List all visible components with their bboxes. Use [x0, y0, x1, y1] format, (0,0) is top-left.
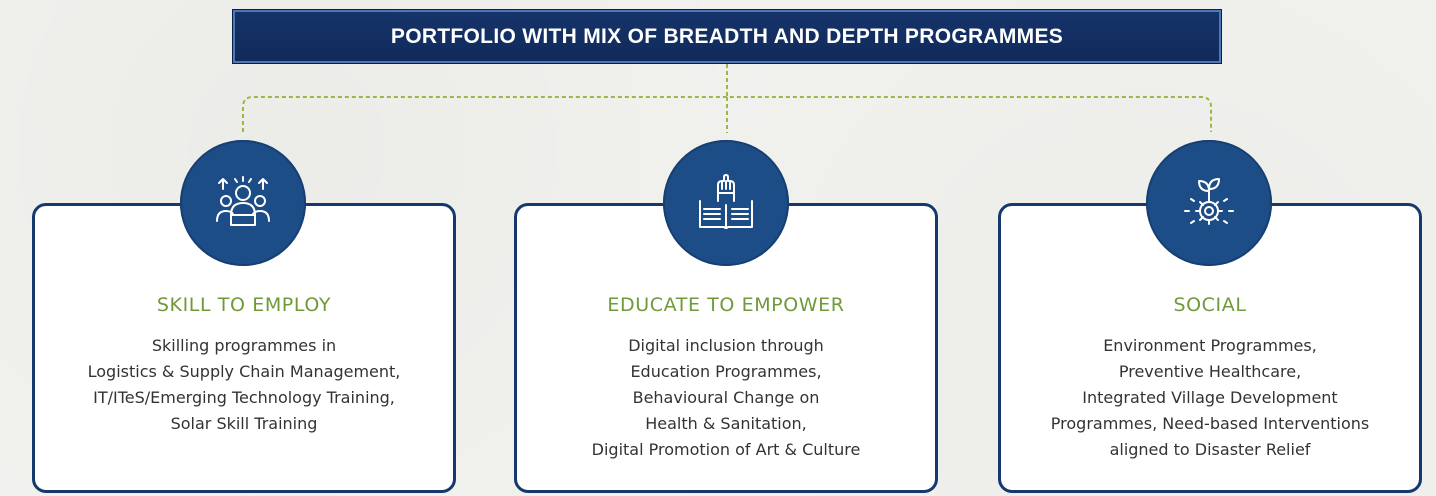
card-line: IT/ITeS/Emerging Technology Training, — [93, 388, 395, 407]
card-title: SKILL TO EMPLOY — [156, 294, 332, 316]
card-description: Skilling programmes in Logistics & Suppl… — [35, 333, 453, 437]
card-line: Integrated Village Development — [1082, 388, 1338, 407]
card-title: SOCIAL — [1173, 294, 1247, 316]
card-line: Skilling programmes in — [151, 336, 337, 355]
card-social: SOCIAL Environment Programmes, Preventiv… — [998, 203, 1422, 493]
card-line: Logistics & Supply Chain Management, — [87, 362, 401, 381]
education-empower-icon — [663, 140, 789, 266]
card-line: Digital inclusion through — [628, 336, 824, 355]
card-line: Digital Promotion of Art & Culture — [591, 440, 861, 459]
card-description: Digital inclusion through Education Prog… — [517, 333, 935, 463]
card-description: Environment Programmes, Preventive Healt… — [1001, 333, 1419, 463]
card-line: Preventive Healthcare, — [1118, 362, 1302, 381]
sprout-gear-icon — [1146, 140, 1272, 266]
card-line: Solar Skill Training — [170, 414, 318, 433]
header-banner: PORTFOLIO WITH MIX OF BREADTH AND DEPTH … — [233, 10, 1221, 63]
card-skill-to-employ: SKILL TO EMPLOY Skilling programmes in L… — [32, 203, 456, 493]
card-line: Behavioural Change on — [632, 388, 820, 407]
card-line: Environment Programmes, — [1103, 336, 1317, 355]
connector-left — [242, 96, 1212, 132]
card-line: Health & Sanitation, — [645, 414, 807, 433]
card-line: aligned to Disaster Relief — [1109, 440, 1311, 459]
banner-title: PORTFOLIO WITH MIX OF BREADTH AND DEPTH … — [390, 24, 1064, 48]
card-line: Programmes, Need-based Interventions — [1050, 414, 1370, 433]
card-line: Education Programmes, — [630, 362, 822, 381]
card-title: EDUCATE TO EMPOWER — [607, 294, 845, 316]
team-skill-icon — [180, 140, 306, 266]
